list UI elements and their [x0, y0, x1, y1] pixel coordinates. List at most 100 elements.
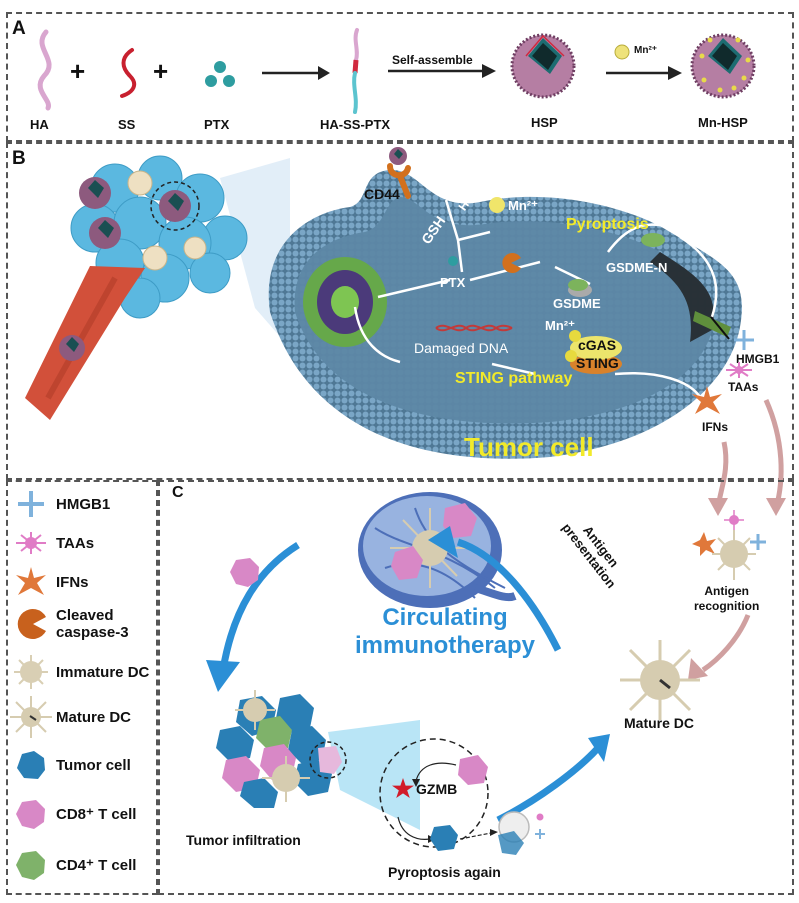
panel-a: [6, 12, 794, 142]
legend-label: Tumor cell: [56, 756, 131, 774]
mn-ion-label: Mn²⁺: [634, 45, 658, 56]
ptx-label-b: PTX: [440, 275, 466, 290]
cd4-t-cell-icon: [16, 851, 45, 880]
taa-icon: [16, 532, 46, 554]
gzmb-pyroptosis-cycle: [379, 738, 545, 855]
legend-item-cd8-t-cell: CD8⁺ T cell: [14, 797, 136, 831]
legend-item-tumor-cell: Tumor cell: [14, 748, 131, 782]
legend-label: HMGB1: [56, 495, 111, 513]
immature-dc-icon: [14, 655, 48, 689]
legend-label: Immature DC: [56, 663, 150, 681]
hsp-label: HSP: [531, 115, 558, 130]
gsdme-n-pore-icon: [693, 311, 731, 340]
ifn-star-icon: [16, 567, 46, 595]
tumor-cell-label: Tumor cell: [464, 432, 594, 462]
mn-ion-icon: [614, 44, 630, 60]
tumor-tissue-illustration: [25, 155, 290, 420]
hmgb1-icon: [18, 491, 44, 517]
ifn-star-icon: [692, 386, 722, 414]
plus-sign-1: +: [70, 56, 86, 86]
legend-item-immature-dc: Immature DC: [14, 655, 149, 689]
gzmb-star-icon: [392, 778, 414, 798]
pyroptosis-label: Pyroptosis: [566, 216, 649, 233]
legend-item-cd4-t-cell: CD4⁺ T cell: [14, 848, 136, 882]
cd8-t-cell-icon: [16, 800, 45, 829]
hmgb1-icon: [734, 330, 754, 350]
legend-item-ifns: IFNs: [14, 565, 89, 599]
ss-linker-icon: [120, 48, 137, 98]
cd44-label: CD44: [364, 186, 400, 202]
title-line2: immunotherapy: [355, 632, 536, 659]
gsdme-n-protein-icon: [641, 233, 665, 247]
legend-label-line2: caspase-3: [56, 624, 129, 641]
pyroptosis-again-label: Pyroptosis again: [388, 864, 501, 880]
hmgb1-label: HMGB1: [736, 352, 780, 366]
ss-label: SS: [118, 117, 136, 132]
self-assemble-arrow: [388, 64, 496, 78]
gzmb-label: GZMB: [416, 781, 458, 797]
ha-ss-ptx-label: HA-SS-PTX: [320, 117, 391, 132]
cd8-t-cell-icon: [230, 558, 259, 587]
cgas-label: cGAS: [578, 337, 617, 353]
mn-hsp-nanoparticle-icon: [690, 33, 756, 99]
release-arrows: [708, 398, 786, 516]
sting-pathway-label: STING pathway: [455, 370, 573, 387]
plus-sign-2: +: [153, 56, 169, 86]
self-assemble-label: Self-assemble: [392, 53, 473, 67]
ha-label: HA: [30, 117, 49, 132]
taas-label: TAAs: [728, 380, 759, 394]
antigen-recognition-label: Antigen recognition: [694, 584, 759, 614]
antigen-recognition-line1: Antigen: [704, 584, 749, 598]
legend-item-taas: TAAs: [14, 526, 94, 560]
cgas-sting-complex-icon: [565, 330, 622, 374]
caspase-icon: [17, 609, 46, 639]
title-line1: Circulating: [382, 604, 508, 631]
mature-dc-icon: [620, 640, 700, 720]
ptx-drug-icon: [205, 61, 235, 87]
cd44-receptor-icon: [387, 147, 411, 199]
tumor-cell-icon: [17, 751, 45, 779]
mn-loading-arrow: [606, 66, 682, 80]
tumor-infiltration-label: Tumor infiltration: [186, 832, 301, 848]
antigen-recognition-dc-icon: [692, 510, 766, 580]
legend-label: CD8⁺ T cell: [56, 805, 137, 823]
panel-b: [6, 142, 794, 480]
legend-label: CD4⁺ T cell: [56, 856, 137, 874]
legend-item-mature-dc: Mature DC: [10, 696, 132, 738]
panel-c: [158, 480, 794, 895]
cleaved-caspase-3-icon: [502, 253, 521, 273]
gsdme-n-label: GSDME-N: [606, 260, 668, 275]
lymph-node-illustration: [358, 492, 517, 608]
nanoparticle-in-tumor: [59, 177, 200, 361]
circulating-immunotherapy-title: Circulating immunotherapy: [355, 604, 535, 660]
hsp-nanoparticle-icon: [510, 33, 576, 99]
mn-label-2: Mn²⁺: [545, 318, 575, 333]
legend-label: Mature DC: [56, 708, 132, 726]
mature-dc-label: Mature DC: [624, 715, 695, 731]
gsdme-protein-icon: [568, 279, 592, 297]
panel-a-letter: A: [12, 18, 26, 39]
panel-c-letter: C: [172, 484, 184, 501]
panel-b-letter: B: [12, 148, 26, 169]
tumor-infiltration-cluster: [216, 690, 420, 830]
mn-hsp-label: Mn-HSP: [698, 115, 748, 130]
sting-label: STING: [576, 355, 619, 371]
taa-icon: [726, 362, 752, 378]
mature-dc-icon: [10, 696, 52, 738]
legend-box: [6, 480, 158, 895]
ptx-molecule-icon: [448, 256, 458, 266]
mn-ion-icon-b: [489, 197, 505, 213]
legend-label: IFNs: [56, 573, 89, 591]
legend-label: TAAs: [56, 534, 95, 552]
arrow-to-conjugate: [262, 66, 330, 80]
ha-ss-ptx-conjugate-icon: [352, 28, 359, 114]
legend-label-line1: Cleaved: [56, 607, 114, 624]
dna-icon: [435, 324, 513, 332]
legend-item-hmgb1: HMGB1: [14, 487, 110, 521]
ha-polymer-icon: [37, 29, 52, 111]
antigen-recognition-line2: recognition: [694, 599, 760, 613]
mn-label-1: Mn²⁺: [508, 198, 538, 213]
ptx-label: PTX: [204, 117, 230, 132]
gsdme-label: GSDME: [553, 296, 601, 311]
